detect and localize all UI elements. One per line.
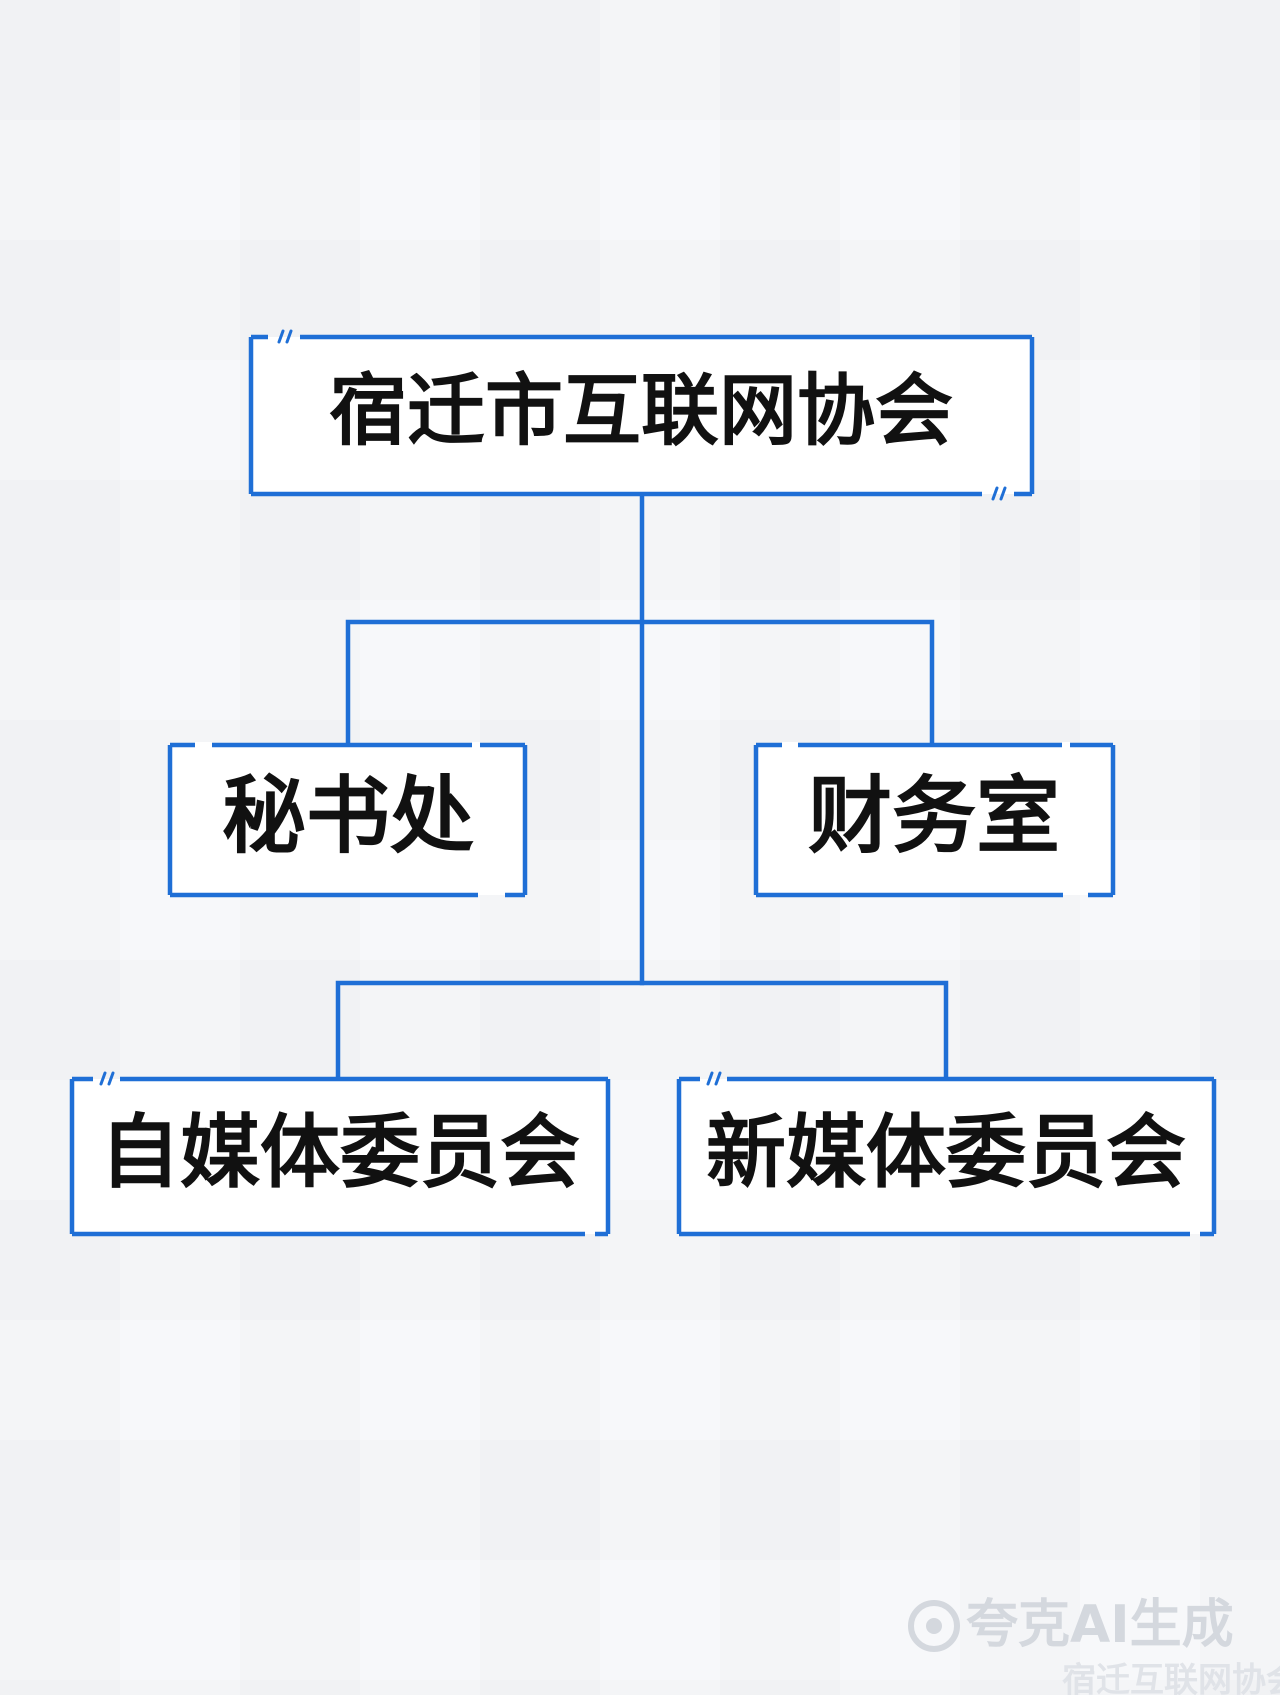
watermark: 夸克AI生成 宿迁互联网协会	[908, 1595, 1280, 1695]
connector-level2	[335, 980, 949, 1081]
node-secretariat-label: 秘书处	[222, 767, 474, 865]
node-self-media: 自媒体委员会	[69, 1071, 611, 1237]
node-finance: 财务室	[753, 742, 1116, 898]
connector-lines	[335, 492, 949, 1081]
node-root-label: 宿迁市互联网协会	[329, 366, 953, 456]
node-finance-label: 财务室	[808, 767, 1060, 865]
connector-level1	[345, 619, 935, 747]
watermark-logo-icon	[908, 1600, 960, 1652]
node-new-media-label: 新媒体委员会	[706, 1106, 1186, 1199]
watermark-sub: 宿迁互联网协会	[1062, 1661, 1280, 1695]
node-self-media-label: 自媒体委员会	[100, 1106, 580, 1199]
node-root: 宿迁市互联网协会	[248, 329, 1035, 501]
node-secretariat: 秘书处	[167, 742, 528, 898]
node-new-media: 新媒体委员会	[676, 1071, 1217, 1237]
watermark-brand: 夸克AI生成	[966, 1595, 1234, 1655]
